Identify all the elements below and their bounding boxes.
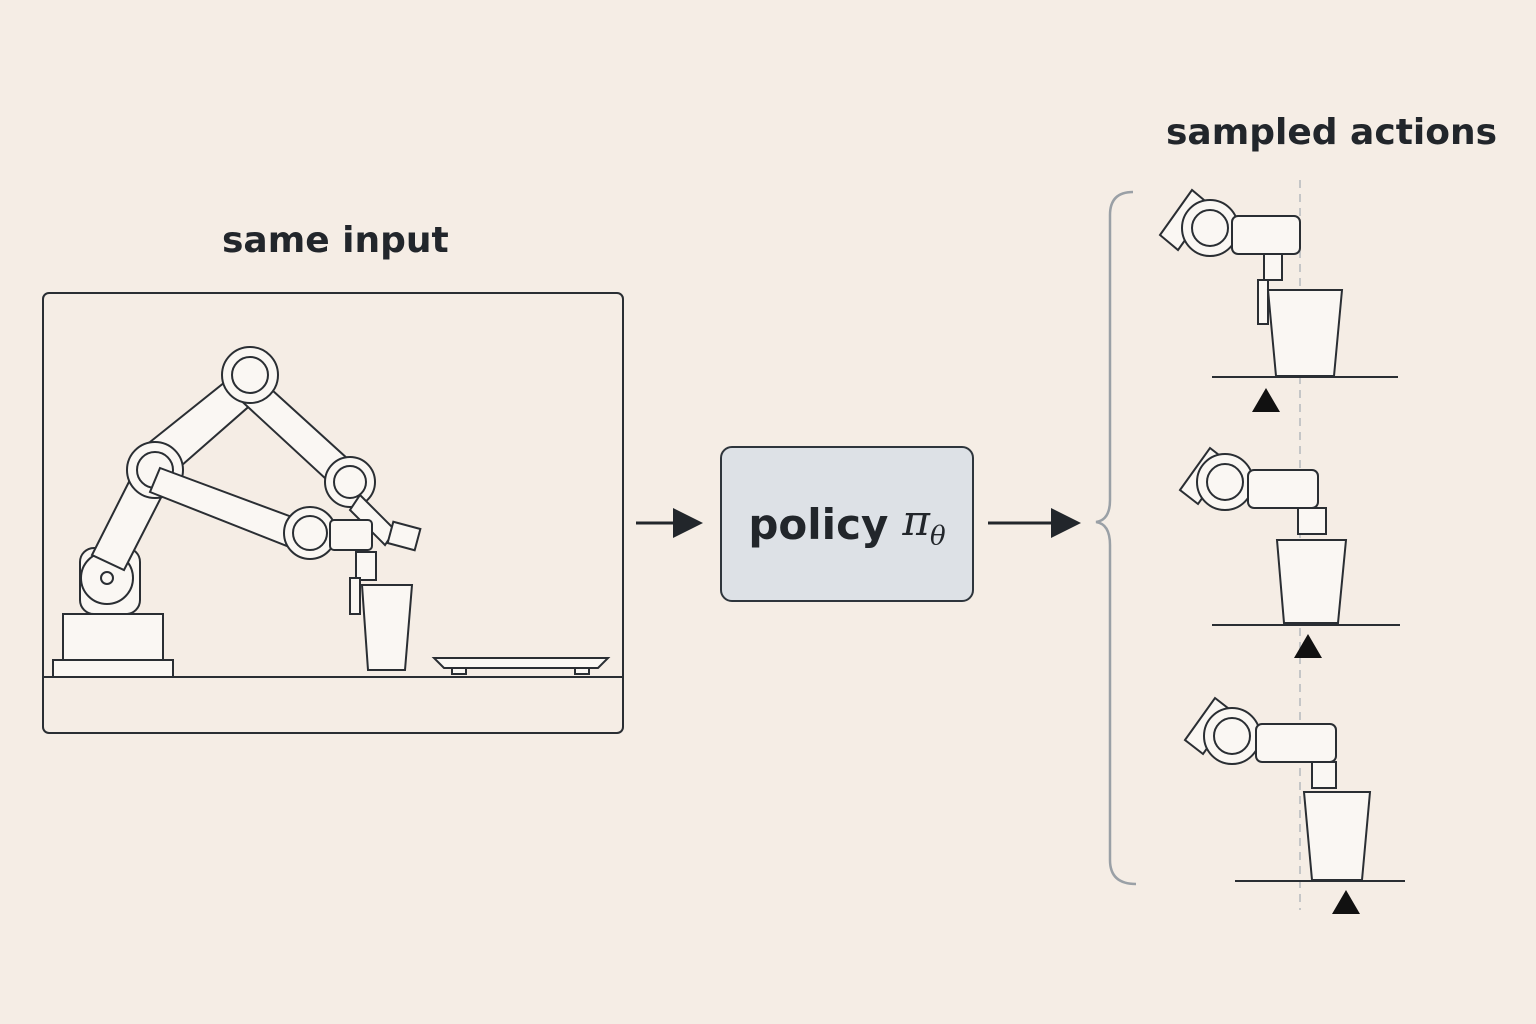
sample-action-3: [1183, 696, 1405, 914]
sample-action-2: [1178, 446, 1400, 658]
sample-action-1: [1158, 188, 1398, 412]
theta-subscript: θ: [929, 521, 946, 552]
input-scene: [42, 292, 624, 734]
robot-arm: [52, 346, 422, 678]
input-frame: [42, 292, 624, 734]
tray: [431, 657, 611, 675]
input-label: same input: [222, 220, 449, 261]
policy-box: policy πθ: [720, 446, 974, 602]
target-marker: [1252, 388, 1280, 412]
target-marker: [1294, 634, 1322, 658]
pi-symbol: π: [902, 496, 930, 546]
grouping-brace: [1095, 190, 1137, 886]
output-label: sampled actions: [1166, 112, 1498, 153]
cup: [360, 584, 414, 671]
policy-text: policy: [748, 499, 889, 549]
policy-symbol: πθ: [902, 496, 945, 551]
target-marker: [1332, 890, 1360, 914]
